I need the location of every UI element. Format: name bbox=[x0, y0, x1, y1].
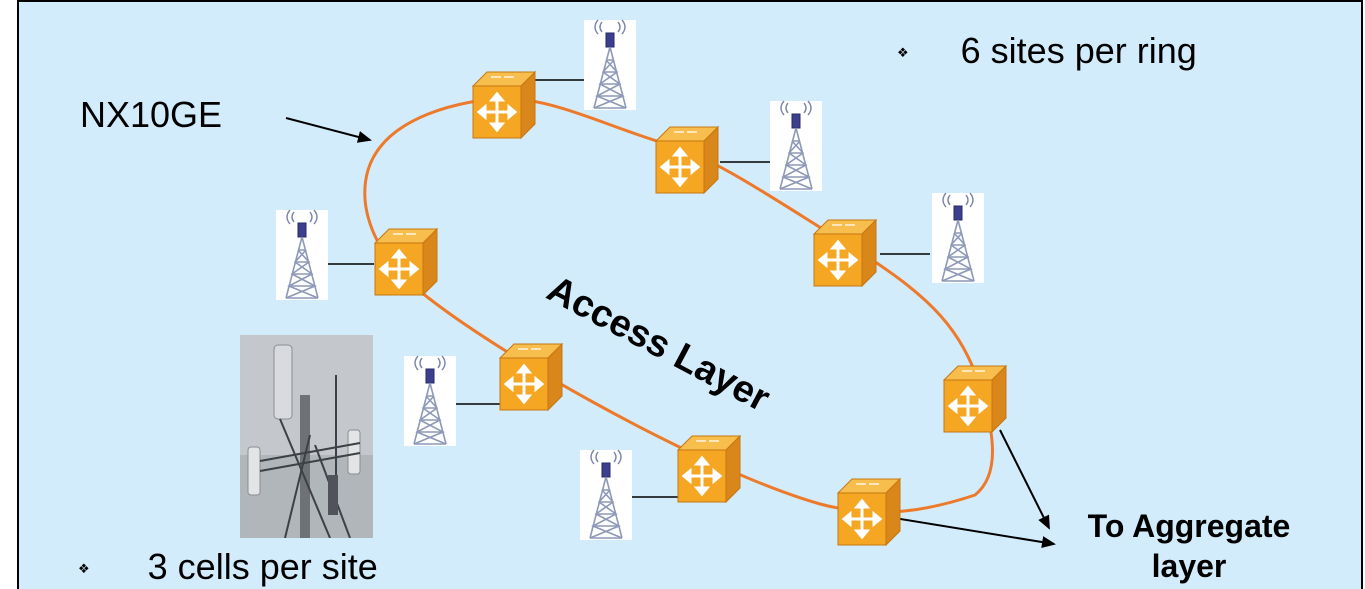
network-switch-icon bbox=[373, 227, 439, 297]
network-switch-icon bbox=[812, 218, 878, 288]
cells-per-site-bullet: ❖ 3 cells per site bbox=[78, 546, 378, 588]
sites-per-ring-text: 6 sites per ring bbox=[960, 30, 1197, 71]
network-switch-icon bbox=[471, 70, 537, 140]
network-switch-icon bbox=[676, 434, 742, 504]
label-arrow bbox=[285, 117, 372, 143]
network-switch-icon bbox=[498, 342, 564, 412]
network-switch-icon bbox=[654, 125, 720, 195]
device-model-label: NX10GE bbox=[80, 94, 223, 135]
cell-tower-icon bbox=[931, 192, 985, 284]
cell-site-photo bbox=[240, 335, 373, 538]
sites-per-ring-bullet: ❖ 6 sites per ring bbox=[897, 30, 1197, 72]
cell-tower-icon bbox=[583, 19, 637, 111]
uplink-arrow-1 bbox=[999, 429, 1050, 530]
aggregate-layer-label: To Aggregate layer bbox=[1044, 506, 1334, 586]
cell-tower-icon bbox=[769, 100, 823, 192]
cell-tower-icon bbox=[275, 209, 329, 301]
cells-per-site-text: 3 cells per site bbox=[147, 546, 378, 587]
bullet-icon: ❖ bbox=[897, 45, 909, 61]
aggregate-label-line1: To Aggregate bbox=[1087, 508, 1291, 544]
ring-link bbox=[363, 96, 994, 514]
uplink-arrow-2 bbox=[881, 515, 1056, 548]
bullet-icon: ❖ bbox=[78, 561, 90, 577]
cell-tower-icon bbox=[579, 449, 633, 541]
cell-tower-icon bbox=[403, 355, 457, 447]
aggregate-label-line2: layer bbox=[1151, 548, 1227, 584]
network-switch-icon bbox=[836, 477, 902, 547]
network-switch-icon bbox=[942, 364, 1008, 434]
